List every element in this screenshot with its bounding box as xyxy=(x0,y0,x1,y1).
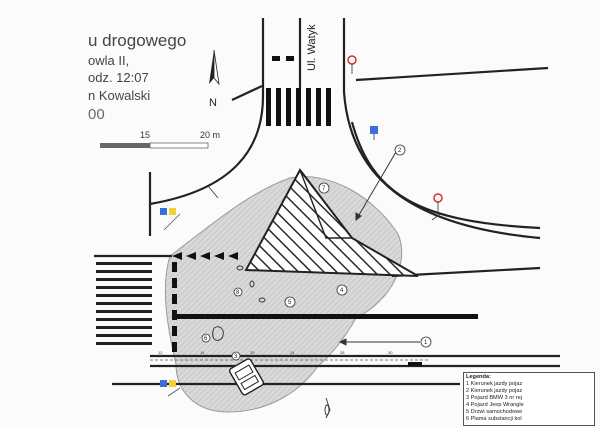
crosswalk-west xyxy=(96,262,152,345)
stop-mark-2 xyxy=(286,56,294,61)
legend-title: Legenda: xyxy=(466,374,491,380)
hatched-island xyxy=(244,168,419,277)
scale-label-20: 20 m xyxy=(200,130,221,140)
marker-3: 3 xyxy=(231,351,241,361)
svg-text:6: 6 xyxy=(204,336,208,342)
arrowhead-1 xyxy=(338,338,347,346)
ruler-tick-6: 30 xyxy=(388,350,393,355)
title-line-5: 00 xyxy=(88,106,105,123)
car-icon xyxy=(229,358,264,396)
ruler-tick-4: 24 xyxy=(290,350,295,355)
marker-4: 4 xyxy=(336,284,348,296)
traffic-sign-icon xyxy=(160,126,378,387)
title-line-3: odz. 12:07 xyxy=(88,70,149,85)
legend-item-3: 3 Pojazd BMW 3 nr rej xyxy=(466,395,522,401)
svg-text:3: 3 xyxy=(234,354,238,360)
lane-line-thick xyxy=(176,314,478,319)
ruler-tick-3: 20 xyxy=(250,350,255,355)
direction-arrow-2 xyxy=(355,151,397,221)
svg-text:4: 4 xyxy=(340,288,344,294)
give-way-line xyxy=(172,252,238,260)
svg-text:2: 2 xyxy=(398,148,402,154)
title-line-2: owla II, xyxy=(88,53,130,68)
street-label: Ul. Watyk xyxy=(306,24,318,72)
marker-8: 8 xyxy=(233,287,243,297)
svg-text:5: 5 xyxy=(288,300,292,306)
legend-item-2: 2 Kierunek jazdy pojaz xyxy=(466,388,523,394)
north-arrow-icon: N xyxy=(209,49,220,109)
marker-7: 7 xyxy=(318,182,330,194)
sign-pole-line xyxy=(163,213,181,231)
stop-line-vertical xyxy=(172,262,177,352)
sign-pole-line-2 xyxy=(167,387,181,397)
ruler-tick-5: 28 xyxy=(340,350,345,355)
debris-icon xyxy=(212,265,331,419)
marker-1: 1 xyxy=(420,336,432,348)
ruler-tick-2: 14 xyxy=(200,350,205,355)
title-line-4: n Kowalski xyxy=(88,88,151,103)
legend-box: Legenda: 1 Kierunek jazdy pojaz 2 Kierun… xyxy=(463,372,595,426)
svg-text:1: 1 xyxy=(424,340,428,346)
title-block: u drogowego owla II, odz. 12:07 n Kowals… xyxy=(88,30,208,125)
crosswalk-north xyxy=(266,88,331,126)
legend-item-6: 6 Plama substancji kol xyxy=(466,416,522,422)
scale-label-15: 15 xyxy=(140,130,151,140)
ruler-tick-1: 12 xyxy=(158,350,163,355)
svg-text:N: N xyxy=(209,97,217,109)
arrowhead-2 xyxy=(355,212,362,222)
warning-sign-icon xyxy=(207,55,443,221)
title-line-1: u drogowego xyxy=(88,31,187,50)
legend-item-1: 1 Kierunek jazdy pojaz xyxy=(466,381,523,387)
svg-text:8: 8 xyxy=(236,290,240,296)
marker-2: 2 xyxy=(394,144,406,156)
lane-mark-short xyxy=(408,362,422,366)
svg-text:7: 7 xyxy=(322,186,326,192)
legend-item-4: 4 Pojazd Jeep Wrangle xyxy=(466,402,524,408)
legend-item-5: 5 Drzwi samochodowe xyxy=(466,409,523,415)
marker-6: 6 xyxy=(201,333,211,343)
marker-5: 5 xyxy=(284,296,296,308)
scale-bar xyxy=(100,142,209,149)
stop-mark-1 xyxy=(272,56,280,61)
